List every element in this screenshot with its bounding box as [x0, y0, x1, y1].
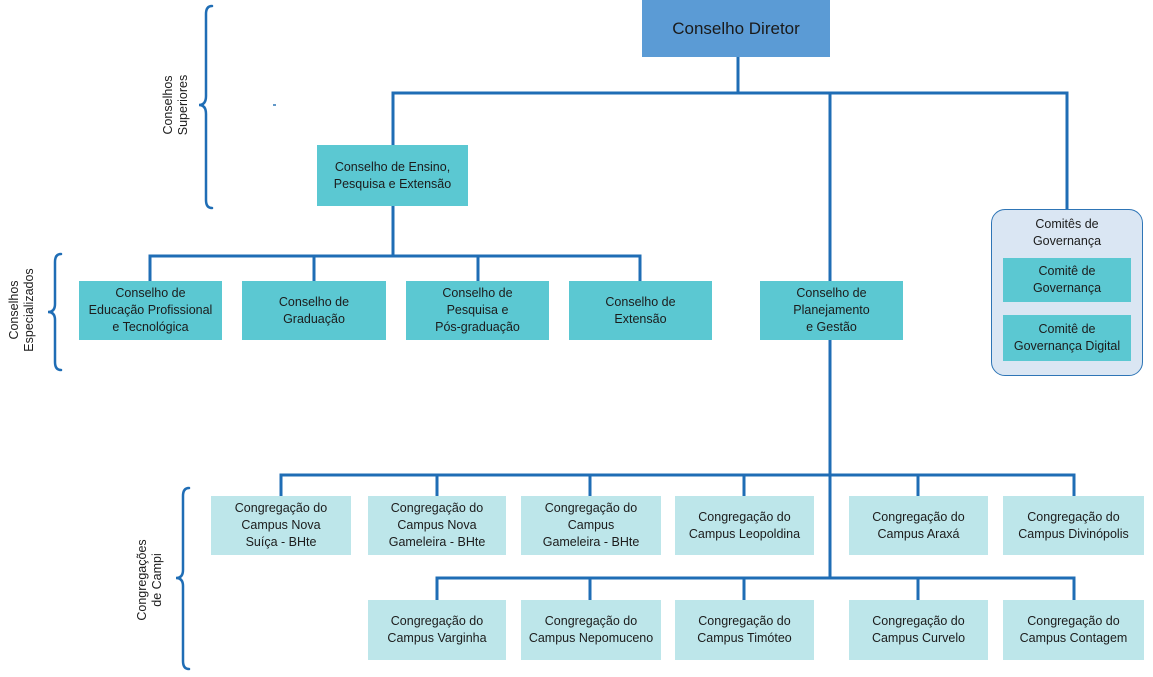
campus-araxa-box: Congregação do Campus Araxá [849, 496, 988, 555]
campus-nova-suica-box: Congregação do Campus Nova Suíça - BHte [211, 496, 351, 555]
conselho-diretor-box: Conselho Diretor [642, 0, 830, 57]
campus-nova-gameleira-box: Congregação do Campus Nova Gameleira - B… [368, 496, 506, 555]
comite-governanca-digital-box: Comitê de Governança Digital [1003, 315, 1131, 361]
campus-gameleira-box: Congregação do Campus Gameleira - BHte [521, 496, 661, 555]
conselho-extensao-box: Conselho de Extensão [569, 281, 712, 340]
campus-curvelo-box: Congregação do Campus Curvelo [849, 600, 988, 660]
campus-leopoldina-box: Congregação do Campus Leopoldina [675, 496, 814, 555]
comites-governanca-title: Comitês de Governança [1032, 217, 1102, 248]
conselho-educacao-profissional-box: Conselho de Educação Profissional e Tecn… [79, 281, 222, 340]
brace-superiores [198, 4, 214, 210]
campus-nepomuceno-box: Congregação do Campus Nepomuceno [521, 600, 661, 660]
conselho-pesquisa-box: Conselho de Pesquisa e Pós-graduação [406, 281, 549, 340]
label-congregacoes-campi: Congregações de Campi [135, 539, 164, 621]
brace-campi [175, 486, 191, 671]
campus-varginha-box: Congregação do Campus Varginha [368, 600, 506, 660]
conselho-ensino-box: Conselho de Ensino, Pesquisa e Extensão [317, 145, 468, 206]
comite-governanca-box: Comitê de Governança [1003, 258, 1131, 302]
conselho-planejamento-box: Conselho de Planejamento e Gestão [760, 281, 903, 340]
campus-divinopolis-box: Congregação do Campus Divinópolis [1003, 496, 1144, 555]
campus-timoteo-box: Congregação do Campus Timóteo [675, 600, 814, 660]
label-conselhos-especializados: Conselhos Especializados [7, 268, 36, 352]
brace-especializados [47, 252, 63, 372]
label-conselhos-superiores: Conselhos Superiores [161, 74, 190, 136]
campus-contagem-box: Congregação do Campus Contagem [1003, 600, 1144, 660]
conselho-graduacao-box: Conselho de Graduação [242, 281, 386, 340]
